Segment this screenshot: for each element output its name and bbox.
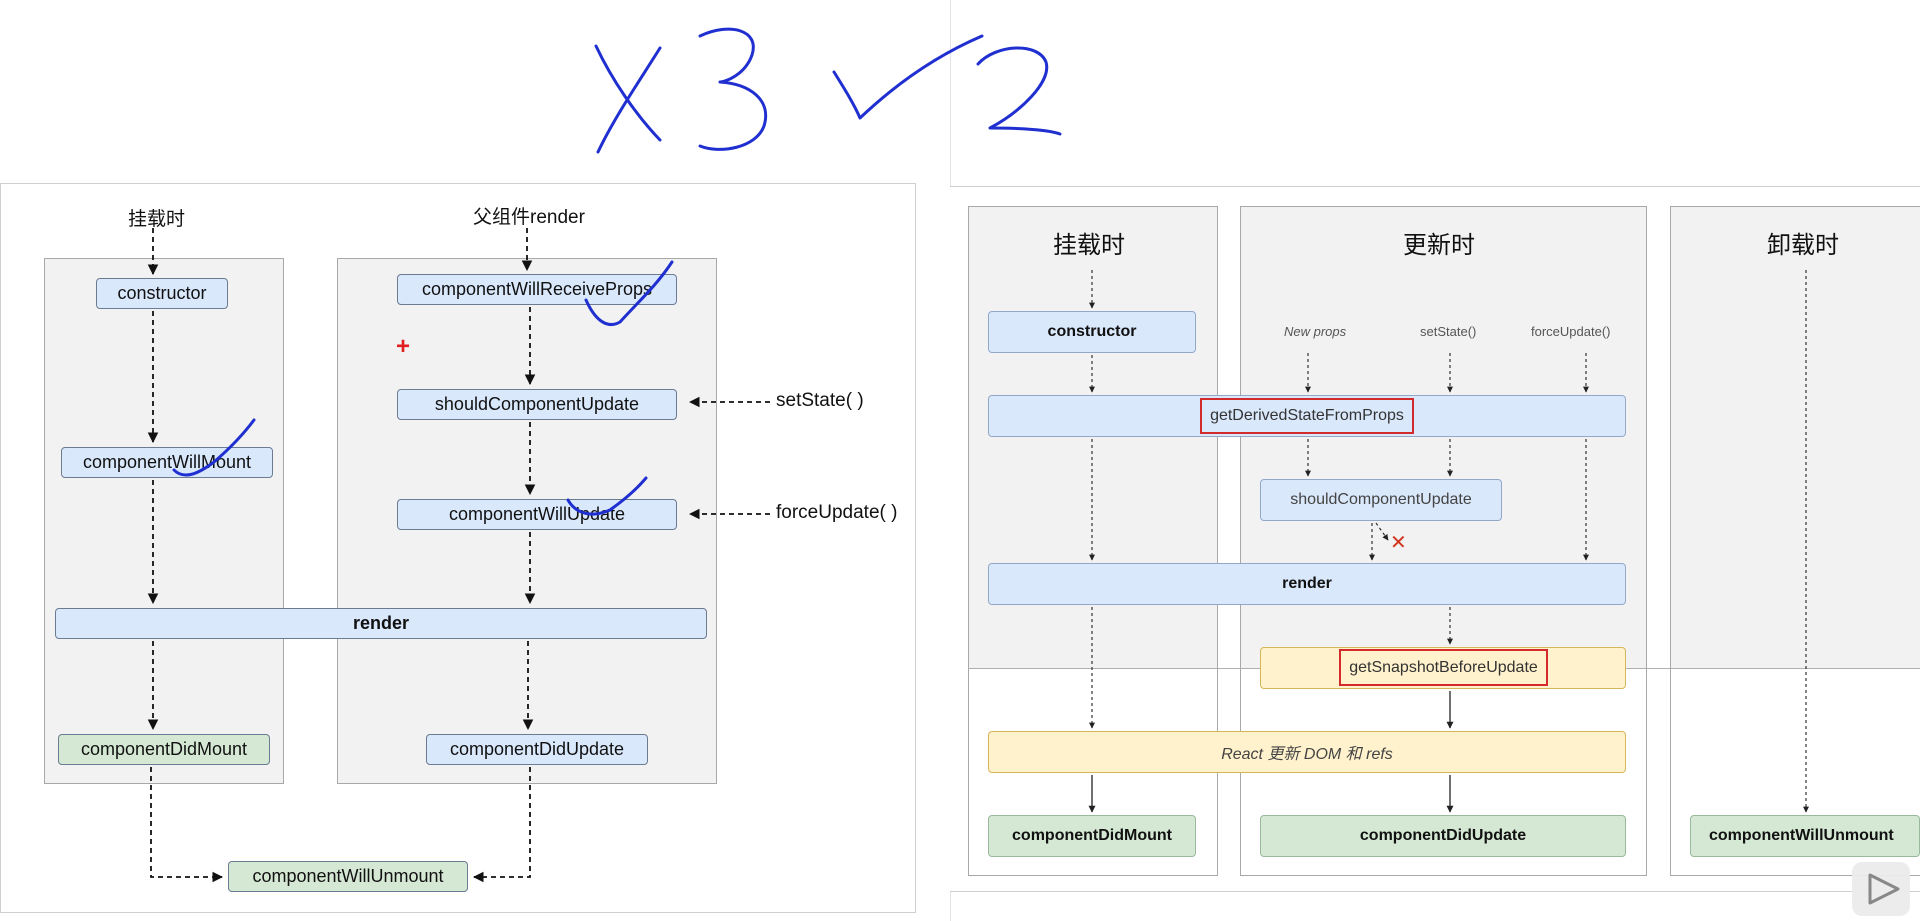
snapshot-highlight: getSnapshotBeforeUpdate (1339, 649, 1548, 686)
right-did-mount-box: componentDidMount (988, 815, 1196, 857)
left-will-update-box: componentWillUpdate (397, 499, 677, 530)
left-should-update-box: shouldComponentUpdate (397, 389, 677, 420)
right-constructor-box: constructor (988, 311, 1196, 353)
left-will-receive-props-box: componentWillReceiveProps (397, 274, 677, 305)
left-mount-panel (44, 258, 284, 784)
right-will-unmount-box: componentWillUnmount (1690, 815, 1920, 857)
new-props-label: New props (1284, 324, 1347, 339)
left-render-box: render (55, 608, 707, 639)
right-unmount-title: 卸载时 (1767, 232, 1839, 259)
x-mark: ✕ (1390, 532, 1407, 554)
left-did-mount-box: componentDidMount (58, 734, 270, 765)
right-force-update-label: forceUpdate() (1531, 324, 1611, 339)
left-update-label: 父组件render (473, 207, 585, 228)
right-mount-title: 挂载时 (1053, 232, 1125, 259)
derived-state-row (988, 395, 1626, 437)
plus-mark: + (396, 333, 411, 360)
left-set-state-label: setState( ) (776, 390, 864, 411)
derived-state-highlight: getDerivedStateFromProps (1200, 398, 1414, 434)
left-will-unmount-box: componentWillUnmount (228, 861, 468, 892)
right-did-update-box: componentDidUpdate (1260, 815, 1626, 857)
left-force-update-label: forceUpdate( ) (776, 502, 898, 523)
left-mount-label: 挂载时 (128, 209, 186, 230)
left-did-update-box: componentDidUpdate (426, 734, 648, 765)
play-button[interactable] (1852, 862, 1910, 916)
left-constructor-box: constructor (96, 278, 228, 309)
right-update-title: 更新时 (1403, 232, 1475, 259)
right-render-box: render (988, 563, 1626, 605)
snapshot-row (1260, 647, 1626, 689)
right-set-state-label: setState() (1420, 324, 1477, 339)
right-should-update-box: shouldComponentUpdate (1260, 479, 1502, 521)
react-update-box: React 更新 DOM 和 refs (988, 731, 1626, 773)
